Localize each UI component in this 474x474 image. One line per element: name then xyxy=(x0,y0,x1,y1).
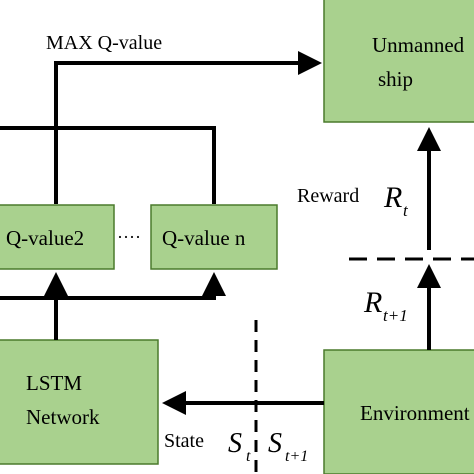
unmanned-ship-label-line2: ship xyxy=(378,67,413,91)
lstm-label-line1: LSTM xyxy=(26,371,82,395)
unmanned-ship-label-line1: Unmanned xyxy=(372,33,465,57)
next-state-symbol: S xyxy=(268,428,282,459)
next-reward-subscript: t+1 xyxy=(383,306,408,325)
max-qvalue-arrow xyxy=(54,51,322,204)
lstm-to-qvalue-n-arrow xyxy=(0,272,226,300)
max-qvalue-label: MAX Q-value xyxy=(46,32,162,54)
environment-label: Environment xyxy=(360,401,470,425)
qvalue-n-box xyxy=(150,204,278,270)
qvalue2-label: Q-value2 xyxy=(6,226,84,250)
next-reward-symbol: R xyxy=(363,286,382,319)
state-subscript: t xyxy=(246,448,251,465)
lstm-network-box xyxy=(0,339,159,465)
state-symbol: S xyxy=(228,428,242,459)
reward-label: Reward xyxy=(297,185,359,207)
ellipsis-label: ···· xyxy=(117,227,141,247)
reward-symbol: R xyxy=(383,181,402,214)
qvalue-n-label: Q-value n xyxy=(162,226,246,250)
bracket-top-right xyxy=(56,126,216,204)
state-label: State xyxy=(164,430,204,452)
reward-subscript: t xyxy=(403,201,409,220)
next-state-subscript: t+1 xyxy=(285,448,308,465)
environment-box xyxy=(323,349,474,474)
unmanned-ship-box xyxy=(323,0,474,123)
qvalue2-box xyxy=(0,204,115,270)
lstm-label-line2: Network xyxy=(26,405,100,429)
